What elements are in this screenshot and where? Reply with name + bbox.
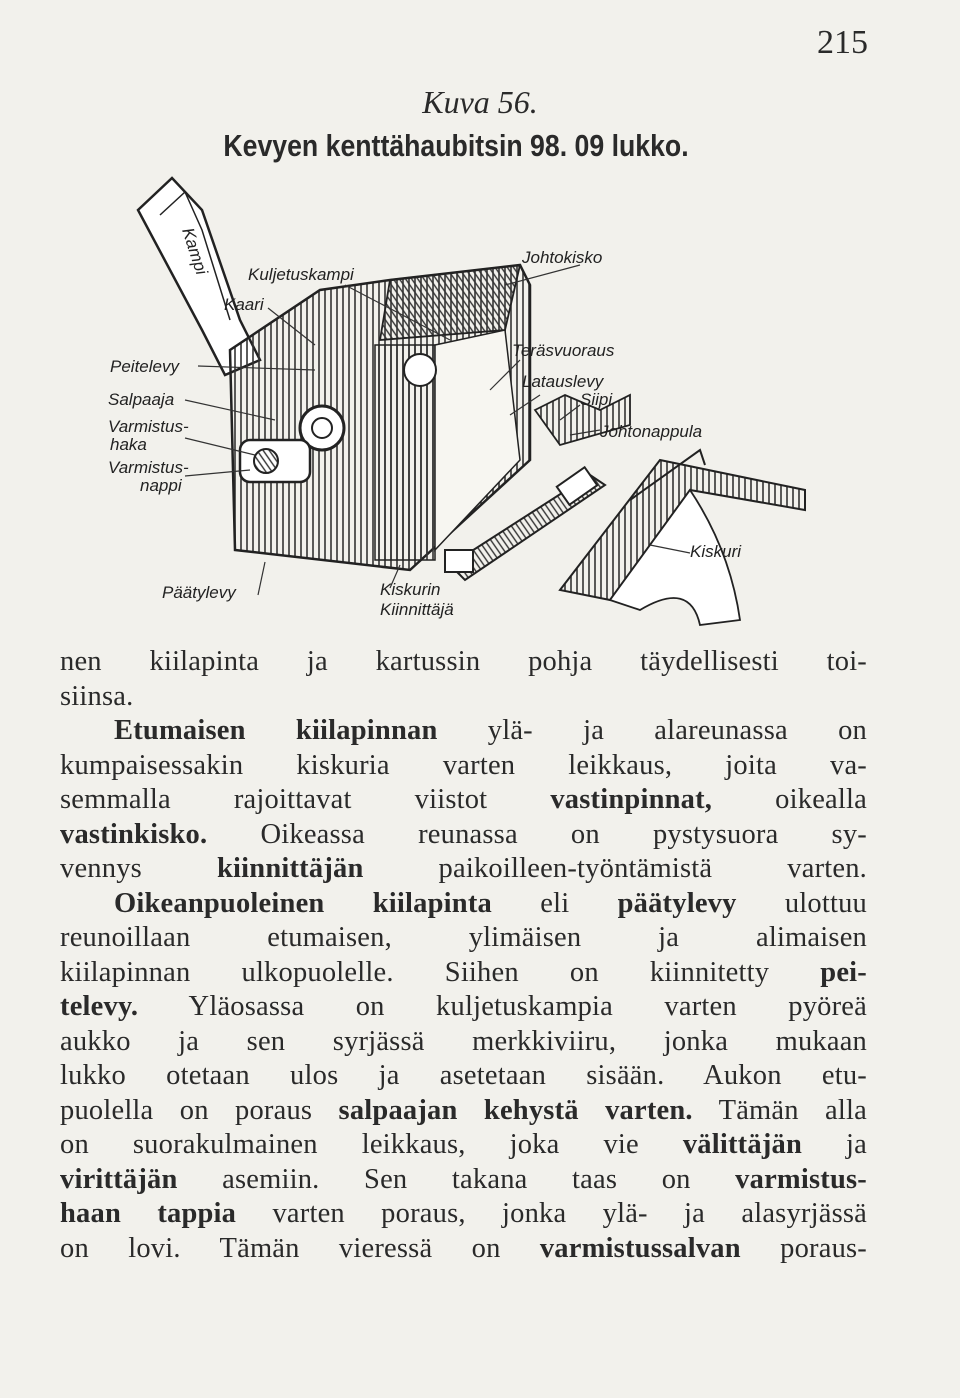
breech-block-body [228, 263, 631, 572]
text-line: puolella on poraus salpaajan kehystä var… [60, 1094, 867, 1126]
text-line: haan tappia varten poraus, jonka ylä- ja… [60, 1198, 867, 1229]
page-number: 215 [817, 24, 868, 61]
label-kiinnittaja: Kiinnittäjä [380, 600, 454, 619]
label-peitelevy: Peitelevy [110, 357, 180, 376]
label-kiskuri: Kiskuri [690, 542, 742, 561]
text-line: aukko ja sen syrjässä merkkiviiru, jonka… [60, 1025, 867, 1057]
label-paatylevy: Päätylevy [162, 583, 237, 602]
label-kiskurin: Kiskurin [380, 580, 440, 599]
leader-lines [184, 264, 691, 596]
text-line: vennys kiinnittäjän paikoilleen-työntämi… [60, 853, 867, 884]
label-varmistushaka-1: Varmistus- [108, 417, 189, 436]
figure-title: Kevyen kenttähaubitsin 98. 09 lukko. [223, 128, 689, 163]
label-latauslevy: Latauslevy [522, 372, 605, 391]
label-salpaaja: Salpaaja [108, 390, 174, 409]
label-kaari: Kaari [224, 295, 265, 314]
text-line: kumpaisessakin kiskuria varten leikkaus,… [60, 749, 867, 781]
text-line: Oikeanpuoleinen kiilapinta eli päätylevy… [114, 887, 868, 919]
label-varmistushaka-2: haka [110, 435, 147, 454]
breech-block-illustration: Kampi Kuljetuskampi Kaari Johtokisko Pei… [108, 176, 806, 626]
figure-number: Kuva 56. [422, 84, 538, 120]
label-johtonappula: Johtonappula [599, 422, 702, 441]
label-kuljetuskampi: Kuljetuskampi [248, 265, 355, 284]
label-terasvuoraus: Teräsvuoraus [512, 341, 615, 360]
text-line: lukko otetaan ulos ja asetetaan sisään. … [60, 1060, 867, 1091]
label-johtokisko: Johtokisko [521, 248, 602, 267]
label-varmistusnappi-1: Varmistus- [108, 458, 189, 477]
label-siipi: Siipi [580, 390, 613, 409]
wedge-bar-drawing [444, 465, 607, 582]
text-line: semmalla rajoittavat viistot vastinpinna… [60, 784, 867, 815]
text-line: virittäjän asemiin. Sen takana taas on v… [60, 1163, 867, 1195]
text-line: on suorakulmainen leikkaus, joka vie väl… [60, 1129, 867, 1160]
text-line: siinsa. [60, 680, 134, 712]
text-line: vastinkisko. Oikeassa reunassa on pystys… [60, 818, 867, 850]
body-text: nen kiilapinta ja kartussin pohja täydel… [60, 645, 867, 1266]
text-line: reunoillaan etumaisen, ylimäisen ja alim… [60, 922, 867, 953]
text-line: televy. Yläosassa on kuljetuskampia vart… [60, 991, 867, 1022]
extractor-drawing [558, 448, 806, 626]
text-line: kiilapinnan ulkopuolelle. Siihen on kiin… [60, 956, 867, 988]
text-line: on lovi. Tämän vieressä on varmistussalv… [60, 1232, 868, 1264]
text-line: nen kiilapinta ja kartussin pohja täydel… [60, 646, 867, 677]
label-varmistusnappi-2: nappi [140, 476, 183, 495]
text-line: Etumaisen kiilapinnan ylä- ja alareunass… [114, 715, 867, 746]
